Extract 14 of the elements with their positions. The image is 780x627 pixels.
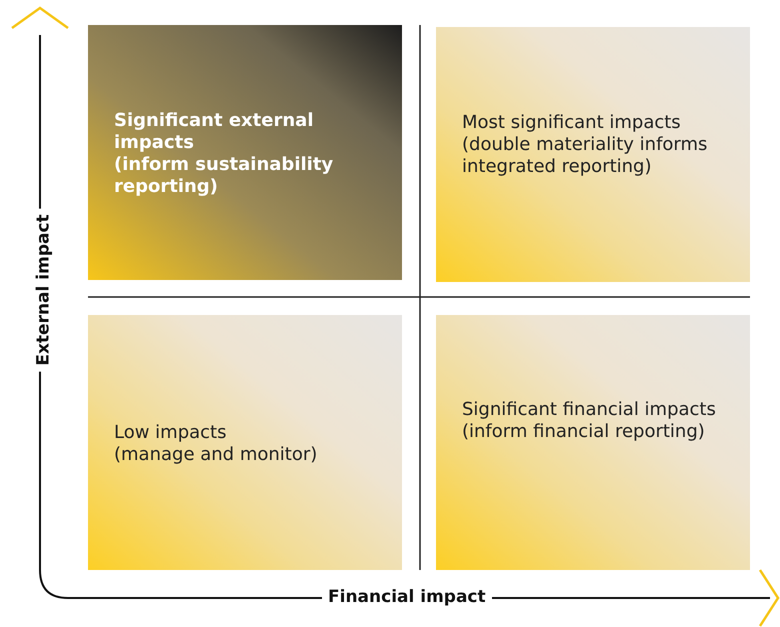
quadrant-text: (double materiality informs integrated reporting): [462, 134, 708, 178]
quadrant-text: Low impacts: [114, 422, 228, 444]
quadrant-box: [88, 315, 402, 570]
axis-label: External impact: [34, 208, 54, 372]
quadrant-text: (inform financial reporting): [462, 421, 706, 443]
quadrant-text: Most significant impacts: [462, 112, 682, 134]
axis-label: Financial impact: [322, 587, 492, 607]
quadrant-text: Significant external impacts: [114, 110, 314, 154]
quadrant-box: [436, 315, 750, 570]
quadrant-text: (manage and monitor): [114, 444, 318, 466]
quadrant-text: Significant financial impacts: [462, 399, 717, 421]
quadrant-box: [436, 27, 750, 282]
quadrant-box: [88, 25, 402, 280]
quadrant-text: (inform sustainability reporting): [114, 154, 334, 198]
